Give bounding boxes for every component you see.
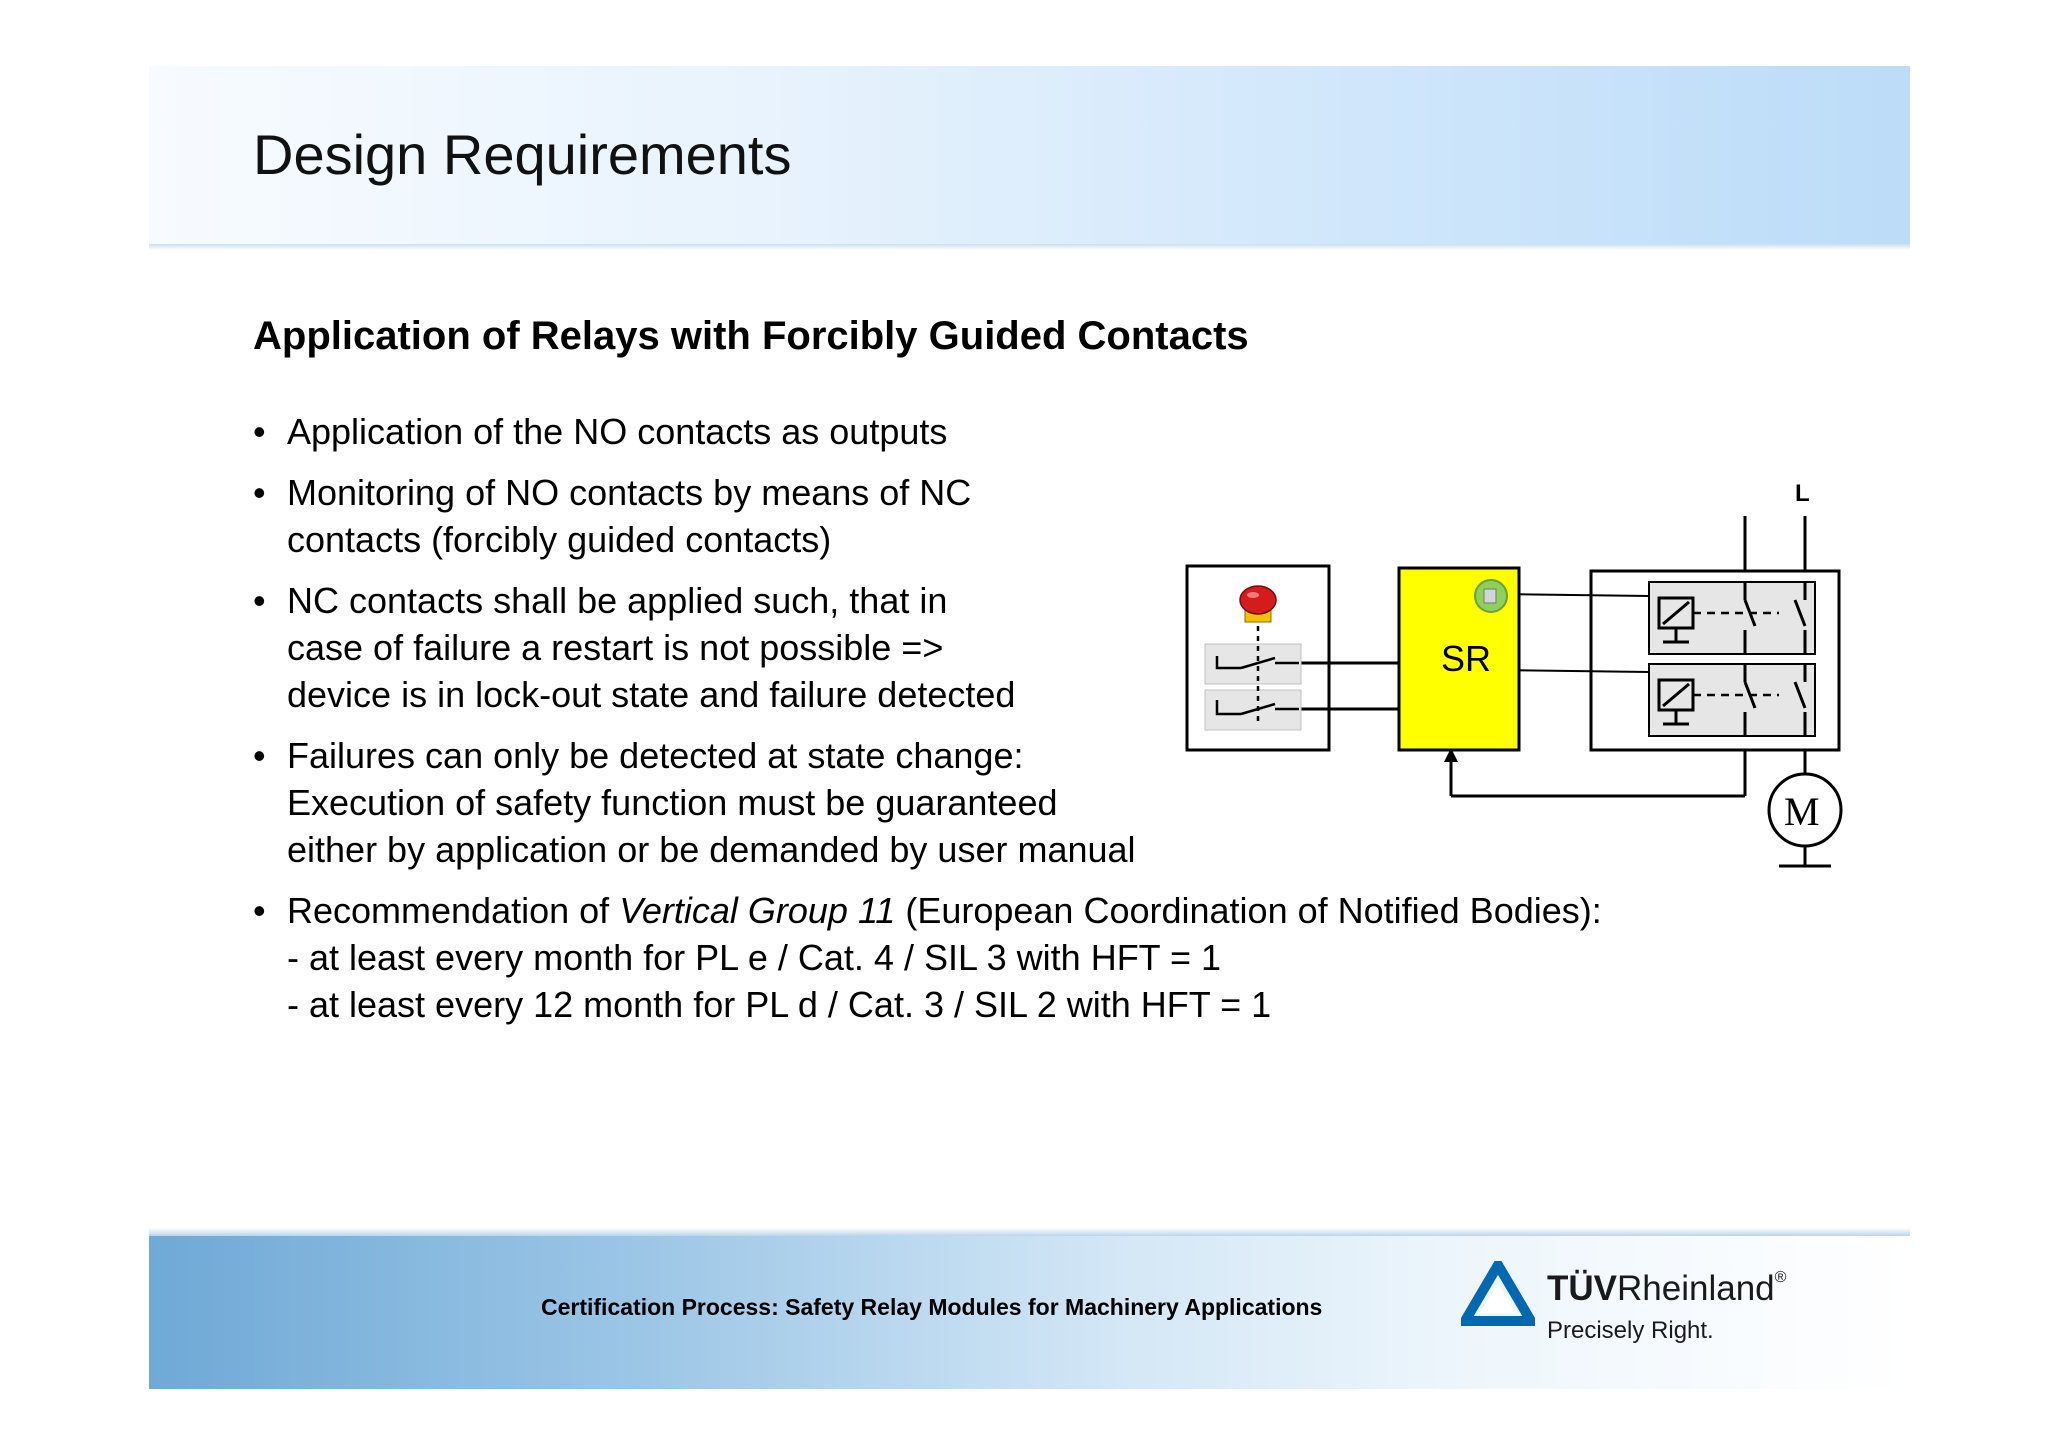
- estop-box: [1185, 564, 1331, 752]
- bullet-marker: •: [253, 735, 266, 776]
- page-title: Design Requirements: [253, 123, 792, 186]
- emergency-stop-icon: [1239, 585, 1277, 623]
- tuv-rheinland-logo: TÜVRheinland® Precisely Right.: [1461, 1261, 1841, 1361]
- bullet-marker: •: [253, 411, 266, 452]
- bullet-marker: •: [253, 890, 266, 931]
- bullet-text: contacts (forcibly guided contacts): [287, 519, 832, 560]
- footer-title: Certification Process: Safety Relay Modu…: [541, 1294, 1323, 1320]
- supply-label: L: [1795, 480, 1810, 507]
- bullet-item: • Monitoring of NO contacts by means of …: [253, 469, 1893, 563]
- bullet-item: • Failures can only be detected at state…: [253, 732, 1893, 873]
- bullet-text: either by application or be demanded by …: [287, 829, 1136, 870]
- bullet-text: Failures can only be detected at state c…: [287, 735, 1024, 776]
- bullet-marker: •: [253, 472, 266, 513]
- bullet-text-part: (European Coordination of Notified Bodie…: [895, 890, 1602, 931]
- bullet-item: • Recommendation of Vertical Group 11 (E…: [253, 887, 1893, 1028]
- logo-brand-bold: TÜV: [1547, 1269, 1617, 1308]
- header-band: Design Requirements: [149, 66, 1910, 250]
- bullet-text: device is in lock-out state and failure …: [287, 674, 1016, 715]
- bullet-text: Execution of safety function must be gua…: [287, 782, 1058, 823]
- bullet-text: NC contacts shall be applied such, that …: [287, 580, 948, 621]
- feedback-arrow-icon: [1444, 748, 1458, 762]
- bullet-text: case of failure a restart is not possibl…: [287, 627, 944, 668]
- bullet-text: - at least every month for PL e / Cat. 4…: [287, 937, 1222, 978]
- logo-brand: TÜVRheinland®: [1547, 1269, 1786, 1309]
- bullet-text-part: Recommendation of: [287, 890, 620, 931]
- bullet-marker: •: [253, 580, 266, 621]
- bullet-item: • NC contacts shall be applied such, tha…: [253, 577, 1893, 718]
- motor-icon: [1767, 772, 1843, 848]
- logo-tagline: Precisely Right.: [1547, 1317, 1714, 1344]
- logo-brand-regular: Rheinland: [1617, 1269, 1775, 1308]
- tuv-triangle-icon: [1461, 1261, 1535, 1326]
- section-subtitle: Application of Relays with Forcibly Guid…: [253, 314, 1249, 358]
- relay-module-label: SR: [1441, 638, 1491, 679]
- bullet-text: - at least every 12 month for PL d / Cat…: [287, 984, 1272, 1025]
- bullet-item: • Application of the NO contacts as outp…: [253, 408, 1893, 455]
- relay-k2: [1648, 663, 1816, 737]
- registered-mark: ®: [1774, 1269, 1787, 1286]
- relay-k1: [1648, 581, 1816, 655]
- relay-circuit-diagram: SR L: [1185, 480, 1843, 868]
- bullet-text: Recommendation of Vertical Group 11 (Eur…: [287, 887, 1893, 934]
- relay-output-box: [1589, 569, 1841, 752]
- bullet-list: • Application of the NO contacts as outp…: [253, 408, 1893, 1042]
- slide: Design Requirements Application of Relay…: [149, 66, 1910, 1389]
- bullet-text: Application of the NO contacts as output…: [287, 411, 948, 452]
- vertical-group-term: Vertical Group 11: [619, 890, 896, 931]
- motor-label: M: [1784, 789, 1820, 834]
- bullet-text: Monitoring of NO contacts by means of NC: [287, 472, 972, 513]
- footer-band: [149, 1228, 1910, 1389]
